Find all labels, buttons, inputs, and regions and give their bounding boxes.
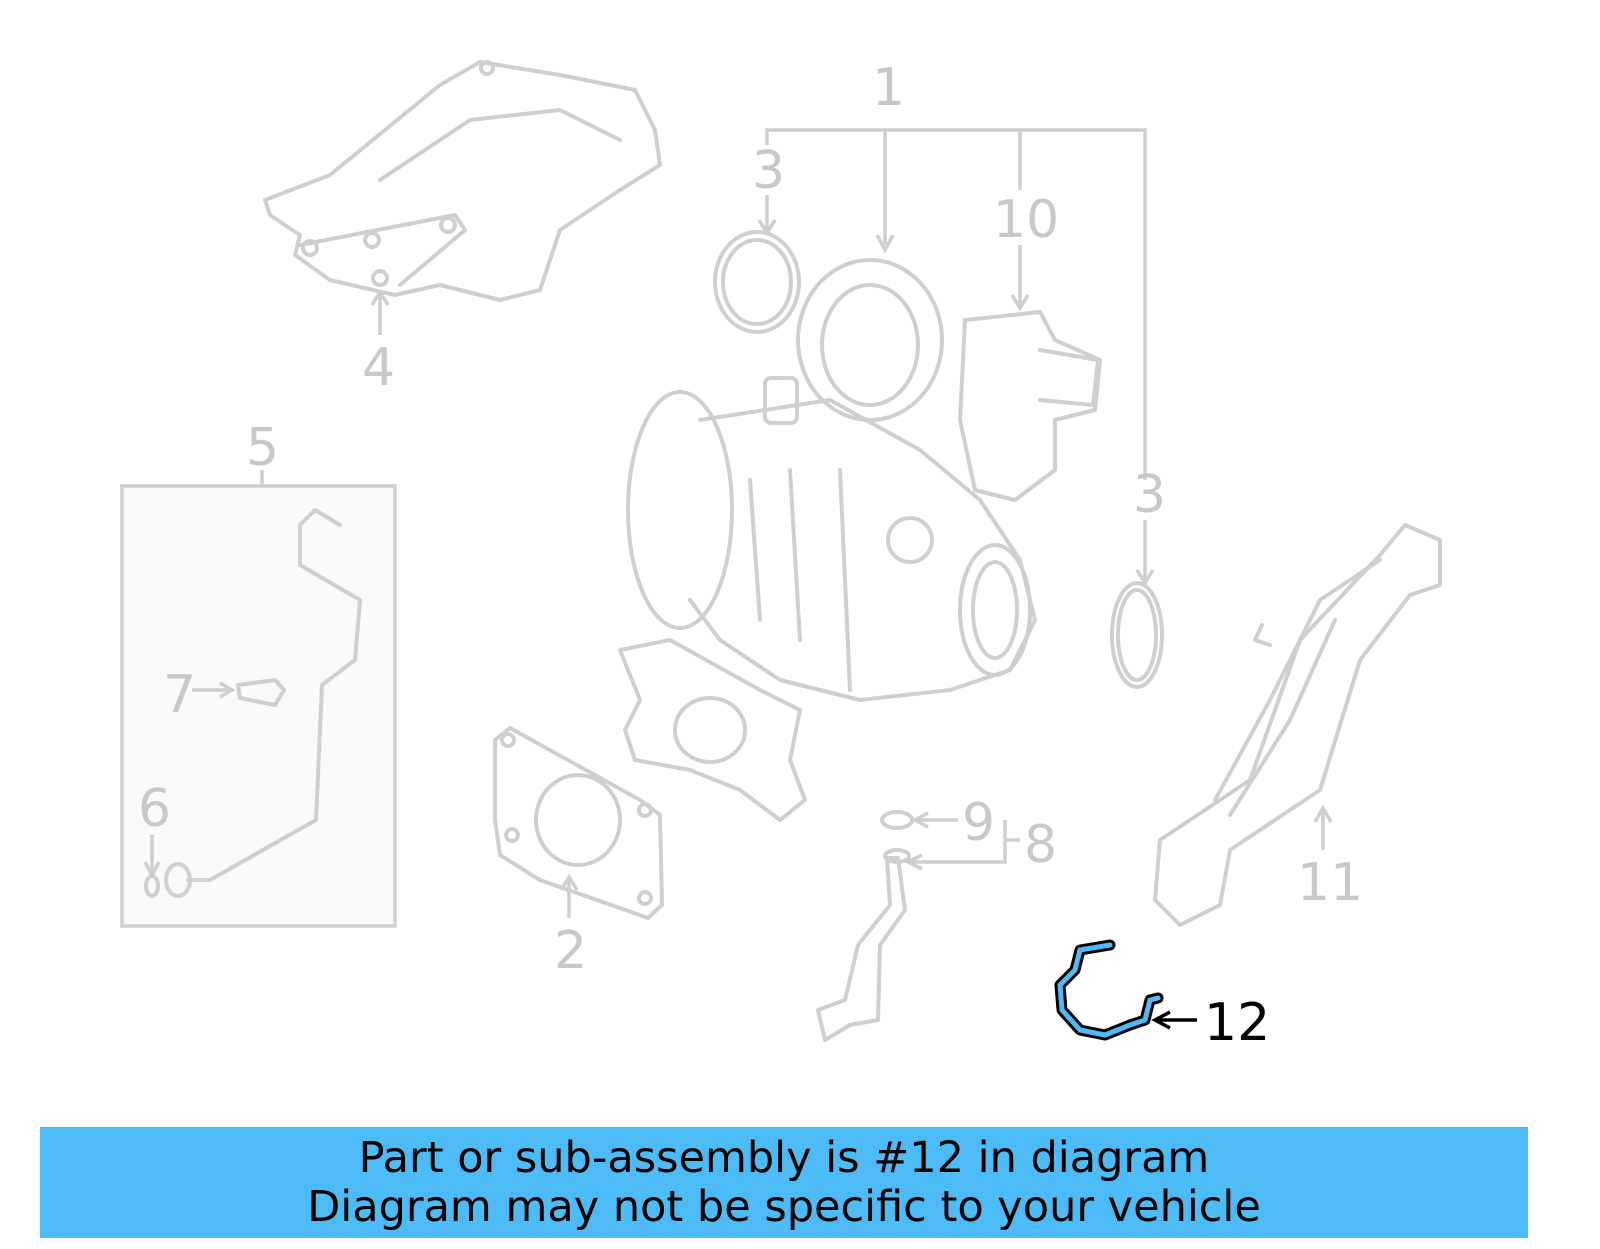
callout-9[interactable]: 9 xyxy=(962,793,995,853)
callout-3-left[interactable]: 3 xyxy=(752,141,785,201)
leader-3-right xyxy=(1135,520,1155,587)
info-banner: Part or sub-assembly is #12 in diagram D… xyxy=(40,1127,1528,1238)
leader-10 xyxy=(1010,245,1030,312)
part-11-intake-hose[interactable] xyxy=(1153,523,1442,927)
callout-7[interactable]: 7 xyxy=(163,665,196,725)
leader-11 xyxy=(1313,804,1333,850)
callout-3-right[interactable]: 3 xyxy=(1133,465,1166,525)
leader-7 xyxy=(192,681,236,699)
part-7-bolt[interactable] xyxy=(236,678,286,707)
part-4-heat-shield[interactable] xyxy=(263,60,662,302)
banner-line-1: Part or sub-assembly is #12 in diagram xyxy=(358,1132,1210,1183)
callout-12[interactable]: 12 xyxy=(1204,993,1270,1053)
leader-2 xyxy=(559,873,579,918)
part-3-o-ring-right[interactable] xyxy=(1110,581,1164,689)
leader-12 xyxy=(1151,1010,1197,1030)
callout-8[interactable]: 8 xyxy=(1024,815,1057,875)
part-12-clamp[interactable] xyxy=(1054,939,1164,1041)
part-1-turbocharger[interactable] xyxy=(618,258,1037,822)
callout-11[interactable]: 11 xyxy=(1297,853,1363,913)
leader-4 xyxy=(370,288,390,335)
part-2-gasket[interactable] xyxy=(493,726,664,920)
banner-line-2: Diagram may not be specific to your vehi… xyxy=(307,1181,1261,1232)
leader-8 xyxy=(904,820,1020,871)
callout-5[interactable]: 5 xyxy=(246,418,279,478)
callout-1[interactable]: 1 xyxy=(872,58,905,118)
callout-4[interactable]: 4 xyxy=(362,338,395,398)
part-8-coolant-line[interactable] xyxy=(816,848,911,1042)
callout-2[interactable]: 2 xyxy=(554,921,587,981)
arrow-1 xyxy=(875,234,895,254)
callout-6[interactable]: 6 xyxy=(138,779,171,839)
part-9-seal[interactable] xyxy=(880,810,914,830)
leader-9 xyxy=(911,811,958,829)
leader-bracket-1-3-10 xyxy=(765,128,1147,480)
part-6-washer[interactable] xyxy=(144,874,160,898)
part-10-actuator[interactable] xyxy=(958,310,1102,502)
part-3-o-ring-left[interactable] xyxy=(713,230,801,334)
part-5-oil-line[interactable] xyxy=(164,508,362,898)
callout-10[interactable]: 10 xyxy=(993,190,1059,250)
